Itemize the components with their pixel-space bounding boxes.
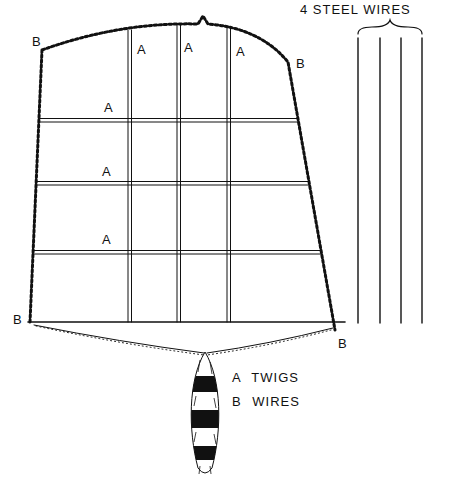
twig-letter: A [102, 164, 112, 179]
wire-letter: B [296, 56, 306, 71]
twig-letter: A [104, 100, 114, 115]
frame-wire [28, 16, 345, 330]
twig [33, 119, 321, 255]
twig-letter: A [102, 232, 112, 247]
twig-letter: A [184, 40, 194, 55]
tail [185, 352, 225, 474]
steel-wires-note: 4 STEEL WIRES [300, 2, 411, 17]
wire-letter: B [32, 34, 42, 49]
twig [128, 24, 231, 322]
brace [358, 20, 422, 34]
wire-letter: B [13, 312, 23, 327]
twig-letter: A [137, 42, 147, 57]
legend-entry: A TWIGS [232, 370, 299, 385]
steel-wire [358, 38, 422, 323]
twig-letter: A [236, 44, 246, 59]
wire-letter: B [338, 336, 348, 351]
bridle [34, 325, 333, 355]
legend-entry: B WIRES [232, 394, 300, 409]
